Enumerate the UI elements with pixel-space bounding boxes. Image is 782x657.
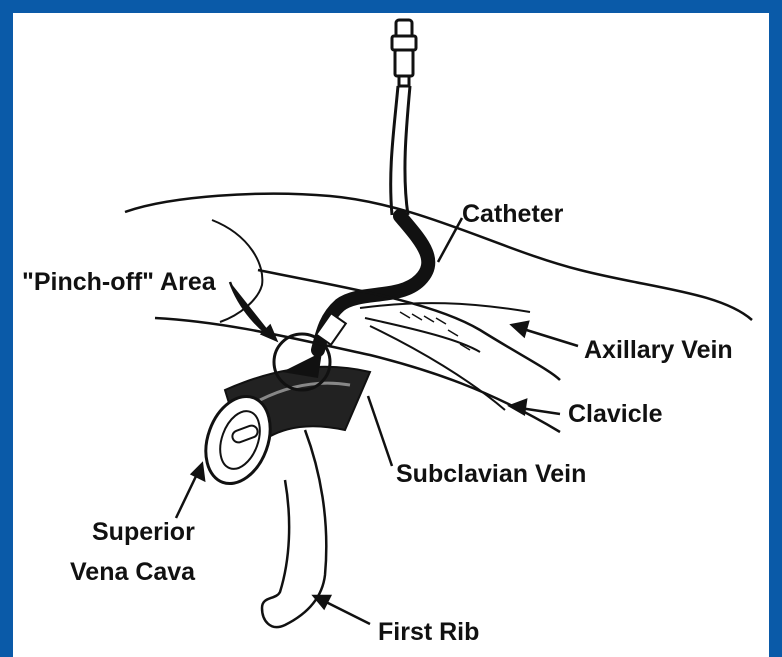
catheter-hub [392,20,416,86]
catheter-tube [391,86,410,215]
axillary-vein-lines [360,303,530,410]
label-axillary-vein: Axillary Vein [584,336,733,364]
label-vena-cava: Vena Cava [70,558,196,586]
label-subclavian-vein: Subclavian Vein [396,460,586,488]
label-clavicle: Clavicle [568,400,663,428]
label-pinch-off: "Pinch-off" Area [22,268,217,296]
neck-contour [212,220,262,322]
label-first-rib: First Rib [378,618,479,646]
label-catheter: Catheter [462,200,564,228]
label-superior: Superior [92,518,195,546]
vein-hatching [400,312,470,350]
skin-outline [125,194,752,320]
